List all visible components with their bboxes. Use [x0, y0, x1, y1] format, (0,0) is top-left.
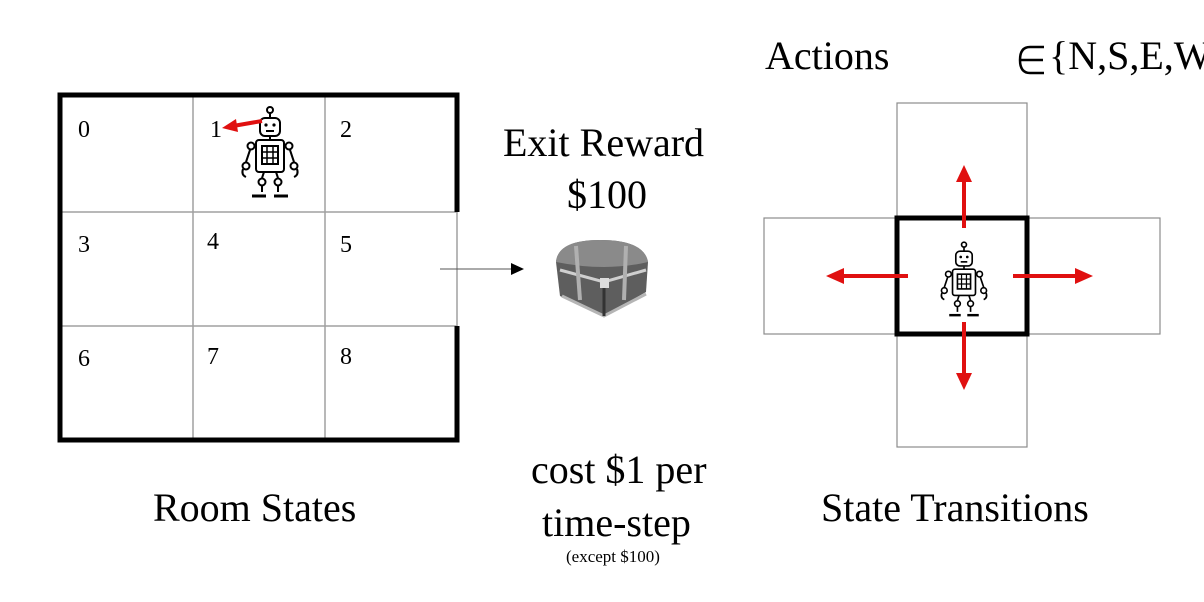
cost-line-1: cost $1 per [531, 447, 707, 492]
exit-reward-title: Exit Reward [503, 120, 705, 165]
cell-0-label: 0 [78, 117, 90, 143]
north-arrow-icon [956, 165, 972, 228]
cell-8-label: 8 [340, 344, 352, 370]
exit-arrow [440, 263, 524, 275]
exit-reward-amount: $100 [567, 172, 647, 217]
east-arrow-icon [1013, 268, 1093, 284]
cell-7-label: 7 [207, 344, 219, 370]
room-walls [57, 92, 460, 443]
state-transitions-caption: State Transitions [821, 485, 1089, 530]
cell-2-label: 2 [340, 117, 352, 143]
south-arrow-icon [956, 322, 972, 390]
room-states-caption: Room States [153, 485, 357, 530]
west-arrow-icon [826, 268, 908, 284]
robot-icon [940, 240, 988, 317]
cell-3-label: 3 [78, 232, 90, 258]
actions-set: {N,S,E,W} [1049, 33, 1204, 78]
cell-6-label: 6 [78, 346, 90, 372]
cost-line-2: time-step [542, 500, 691, 545]
cost-note: (except $100) [566, 547, 660, 566]
element-of-symbol [1018, 45, 1044, 75]
cell-4-label: 4 [207, 229, 219, 255]
treasure-chest-icon [556, 240, 648, 318]
arrow-icon [222, 119, 263, 132]
actions-label: Actions [765, 33, 890, 78]
cell-5-label: 5 [340, 232, 352, 258]
robot-icon [240, 105, 300, 198]
cell-1-label: 1 [210, 117, 222, 143]
